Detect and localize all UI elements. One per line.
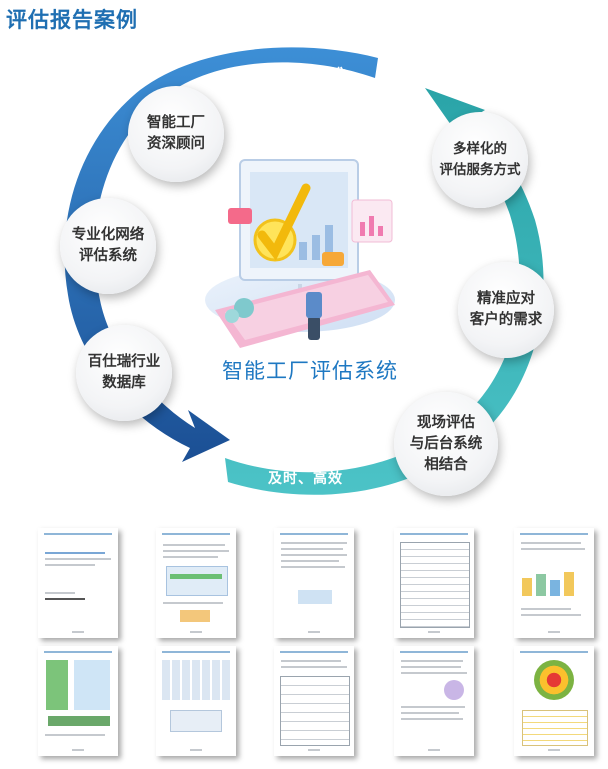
node-precise: 精准应对 客户的需求 <box>458 262 554 358</box>
node-database: 百仕瑞行业 数据库 <box>76 325 172 421</box>
report-page-matrix <box>156 646 236 756</box>
arrow-label-top: 专业、标准 <box>272 67 347 83</box>
report-page-text-figure <box>394 646 474 756</box>
report-page-text-table <box>274 646 354 756</box>
report-page-bar-chart <box>514 528 594 638</box>
report-page-table <box>394 528 474 638</box>
illustration-group <box>205 159 395 348</box>
node-network: 专业化网络 评估系统 <box>60 198 156 294</box>
node-diverse: 多样化的 评估服务方式 <box>432 112 528 208</box>
center-label: 智能工厂评估系统 <box>222 359 398 383</box>
evaluation-diagram: 专业、标准 及时、高效 智能工厂 资深顾问 专业化网络 评估系统 百仕瑞行业 数… <box>0 30 608 510</box>
cycle-arrows <box>64 47 544 495</box>
page-title: 评估报告案例 <box>6 8 138 32</box>
arrow-label-bottom: 及时、高效 <box>268 471 343 487</box>
node-consultant: 智能工厂 资深顾问 <box>128 86 224 182</box>
report-page-radar-chart <box>514 646 594 756</box>
report-page-flow-diagram <box>38 646 118 756</box>
report-page-toc <box>156 528 236 638</box>
node-onsite: 现场评估 与后台系统 相结合 <box>394 392 498 496</box>
report-page-text-diagram <box>274 528 354 638</box>
report-page-gallery <box>0 522 608 767</box>
report-page-cover <box>38 528 118 638</box>
